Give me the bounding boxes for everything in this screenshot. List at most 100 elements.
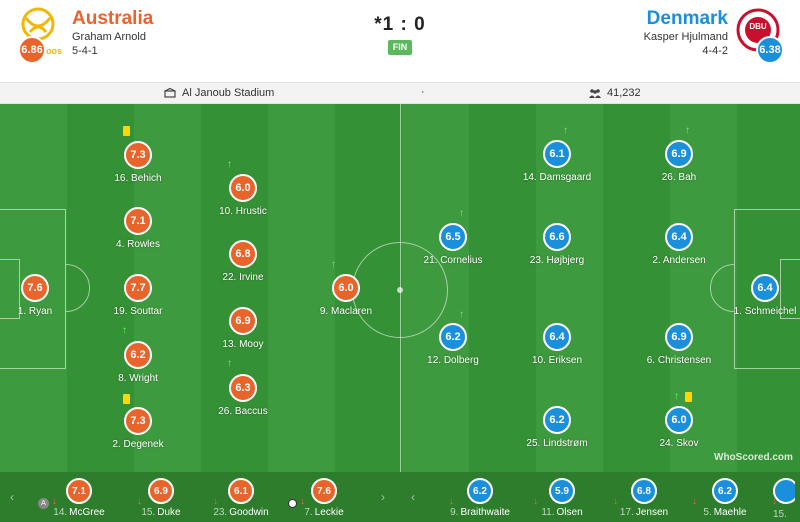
sub-minute: 23. <box>213 507 228 518</box>
player-rating: 6.9 <box>229 307 257 335</box>
player-ryan[interactable]: 7.6 1. Ryan <box>0 274 80 317</box>
player-name: 10. Hrustic <box>219 206 267 217</box>
player-cornelius[interactable]: 6.5 21. Cornelius <box>408 223 498 266</box>
player-rating: 7.7 <box>124 274 152 302</box>
sub-rating: 6.2 <box>467 478 493 504</box>
sub-off-arrow-icon: ↓ <box>137 496 142 507</box>
sub-name: Leckie <box>314 507 344 518</box>
player-hrustic[interactable]: 6.0 10. Hrustic <box>198 174 288 217</box>
player-baccus[interactable]: 6.3 26. Baccus <box>198 374 288 417</box>
player-name: 2. Andersen <box>652 255 706 266</box>
player-name: 6. Christensen <box>646 355 712 366</box>
sub-name: McGree <box>69 507 105 518</box>
player-name: 8. Wright <box>118 373 158 384</box>
sub-jensen[interactable]: 6.8 17.Jensen <box>604 478 684 518</box>
sub-off-arrow-icon: ↓ <box>692 496 697 507</box>
attendance-value: 41,232 <box>607 87 641 99</box>
player-name: 26. Bah <box>661 172 697 183</box>
player-name: 14. Damsgaard <box>522 172 592 183</box>
sub-rating: 6.8 <box>631 478 657 504</box>
player-damsgaard[interactable]: 6.1 14. Damsgaard <box>512 140 602 183</box>
sub-on-arrow-icon: ↑ <box>674 391 679 402</box>
yellow-card-icon <box>123 394 130 404</box>
sub-leckie[interactable]: 7.6 7.Leckie <box>284 478 364 518</box>
player-rating: 6.0 <box>665 406 693 434</box>
player-rating: 6.1 <box>543 140 571 168</box>
sub-braithwaite[interactable]: 6.2 9.Braithwaite <box>440 478 520 518</box>
player-maclaren[interactable]: 6.0 9. Maclaren <box>301 274 391 317</box>
sub-rating: 6.9 <box>148 478 174 504</box>
player-name: 1. Ryan <box>17 306 53 317</box>
player-name: 9. Maclaren <box>319 306 373 317</box>
player-name: 23. Højbjerg <box>529 255 585 266</box>
home-team-name[interactable]: Australia <box>72 8 154 29</box>
player-name: 13. Mooy <box>222 339 264 350</box>
venue-name: Al Janoub Stadium <box>182 87 275 99</box>
player-andersen[interactable]: 6.4 2. Andersen <box>634 223 724 266</box>
substitutes-bench: ‹ › 7.1 14.McGree A ↓ 6.9 15.Duke ↓ 6.1 … <box>0 472 800 522</box>
right-penalty-box <box>734 209 800 369</box>
player-rating: 7.3 <box>124 407 152 435</box>
bench-prev-icon[interactable]: ‹ <box>411 490 415 504</box>
player-rating: 7.3 <box>124 141 152 169</box>
venue: Al Janoub Stadium <box>164 87 274 99</box>
player-mooy[interactable]: 6.9 13. Mooy <box>198 307 288 350</box>
away-team-name[interactable]: Denmark <box>646 8 728 29</box>
sub-minute: 15. <box>773 509 787 520</box>
player-name: 16. Behich <box>114 173 162 184</box>
player-name: 2. Degenek <box>112 439 164 450</box>
player-name: 10. Eriksen <box>531 355 583 366</box>
player-degenek[interactable]: 7.3 2. Degenek <box>93 407 183 450</box>
goal-ball-icon <box>288 499 297 508</box>
player-rating: 6.0 <box>332 274 360 302</box>
player-rating: 6.2 <box>124 341 152 369</box>
player-schmeichel[interactable]: 6.4 1. Schmeichel <box>720 274 800 317</box>
sub-maehle[interactable]: 6.2 5.Maehle <box>685 478 765 518</box>
player-rating: 6.2 <box>439 323 467 351</box>
attendance: 41,232 <box>589 87 641 99</box>
player-rowles[interactable]: 7.1 4. Rowles <box>93 207 183 250</box>
sub-goodwin[interactable]: 6.1 23.Goodwin <box>201 478 281 518</box>
player-hojbjerg[interactable]: 6.6 23. Højbjerg <box>512 223 602 266</box>
player-rating: 6.4 <box>665 223 693 251</box>
player-wright[interactable]: 6.2 8. Wright <box>93 341 183 384</box>
sub-minute: 7. <box>304 507 313 518</box>
sub-on-arrow-icon: ↑ <box>459 208 464 219</box>
bench-prev-icon[interactable]: ‹ <box>10 490 14 504</box>
player-souttar[interactable]: 7.7 19. Souttar <box>93 274 183 317</box>
yellow-card-icon <box>685 392 692 402</box>
match-score: *1 : 0 <box>374 14 426 35</box>
player-irvine[interactable]: 6.8 22. Irvine <box>198 240 288 283</box>
player-rating: 6.9 <box>665 140 693 168</box>
sub-mcgree[interactable]: 7.1 14.McGree <box>39 478 119 518</box>
sub-duke[interactable]: 6.9 15.Duke <box>121 478 201 518</box>
match-info-bar: Al Janoub Stadium · 41,232 <box>0 82 800 104</box>
player-rating: 6.8 <box>229 240 257 268</box>
sub-on-arrow-icon: ↑ <box>227 358 232 369</box>
player-behich[interactable]: 7.3 16. Behich <box>93 141 183 184</box>
player-rating: 6.3 <box>229 374 257 402</box>
sub-partial[interactable] <box>773 478 795 504</box>
match-status-badge: FIN <box>388 40 412 55</box>
player-christensen[interactable]: 6.9 6. Christensen <box>634 323 724 366</box>
sub-minute: 15. <box>141 507 156 518</box>
sub-off-arrow-icon: ↓ <box>213 496 218 507</box>
player-rating: 6.4 <box>751 274 779 302</box>
player-dolberg[interactable]: 6.2 12. Dolberg <box>408 323 498 366</box>
player-lindstrom[interactable]: 6.2 25. Lindstrøm <box>512 406 602 449</box>
sub-name: Olsen <box>556 507 583 518</box>
away-formation: 4-4-2 <box>702 45 728 57</box>
player-rating: 6.9 <box>665 323 693 351</box>
player-name: 26. Baccus <box>218 406 268 417</box>
player-name: 21. Cornelius <box>423 255 483 266</box>
sub-rating: 6.1 <box>228 478 254 504</box>
player-eriksen[interactable]: 6.4 10. Eriksen <box>512 323 602 366</box>
match-header: 6.86 oos Australia Graham Arnold 5-4-1 *… <box>0 0 800 82</box>
sub-olsen[interactable]: 5.9 11.Olsen <box>522 478 602 518</box>
sub-on-arrow-icon: ↑ <box>563 125 568 136</box>
player-bah[interactable]: 6.9 26. Bah <box>634 140 724 183</box>
sub-off-arrow-icon: ↓ <box>52 496 57 507</box>
left-penalty-box <box>0 209 66 369</box>
bench-next-icon[interactable]: › <box>381 490 385 504</box>
player-skov[interactable]: 6.0 24. Skov <box>634 406 724 449</box>
